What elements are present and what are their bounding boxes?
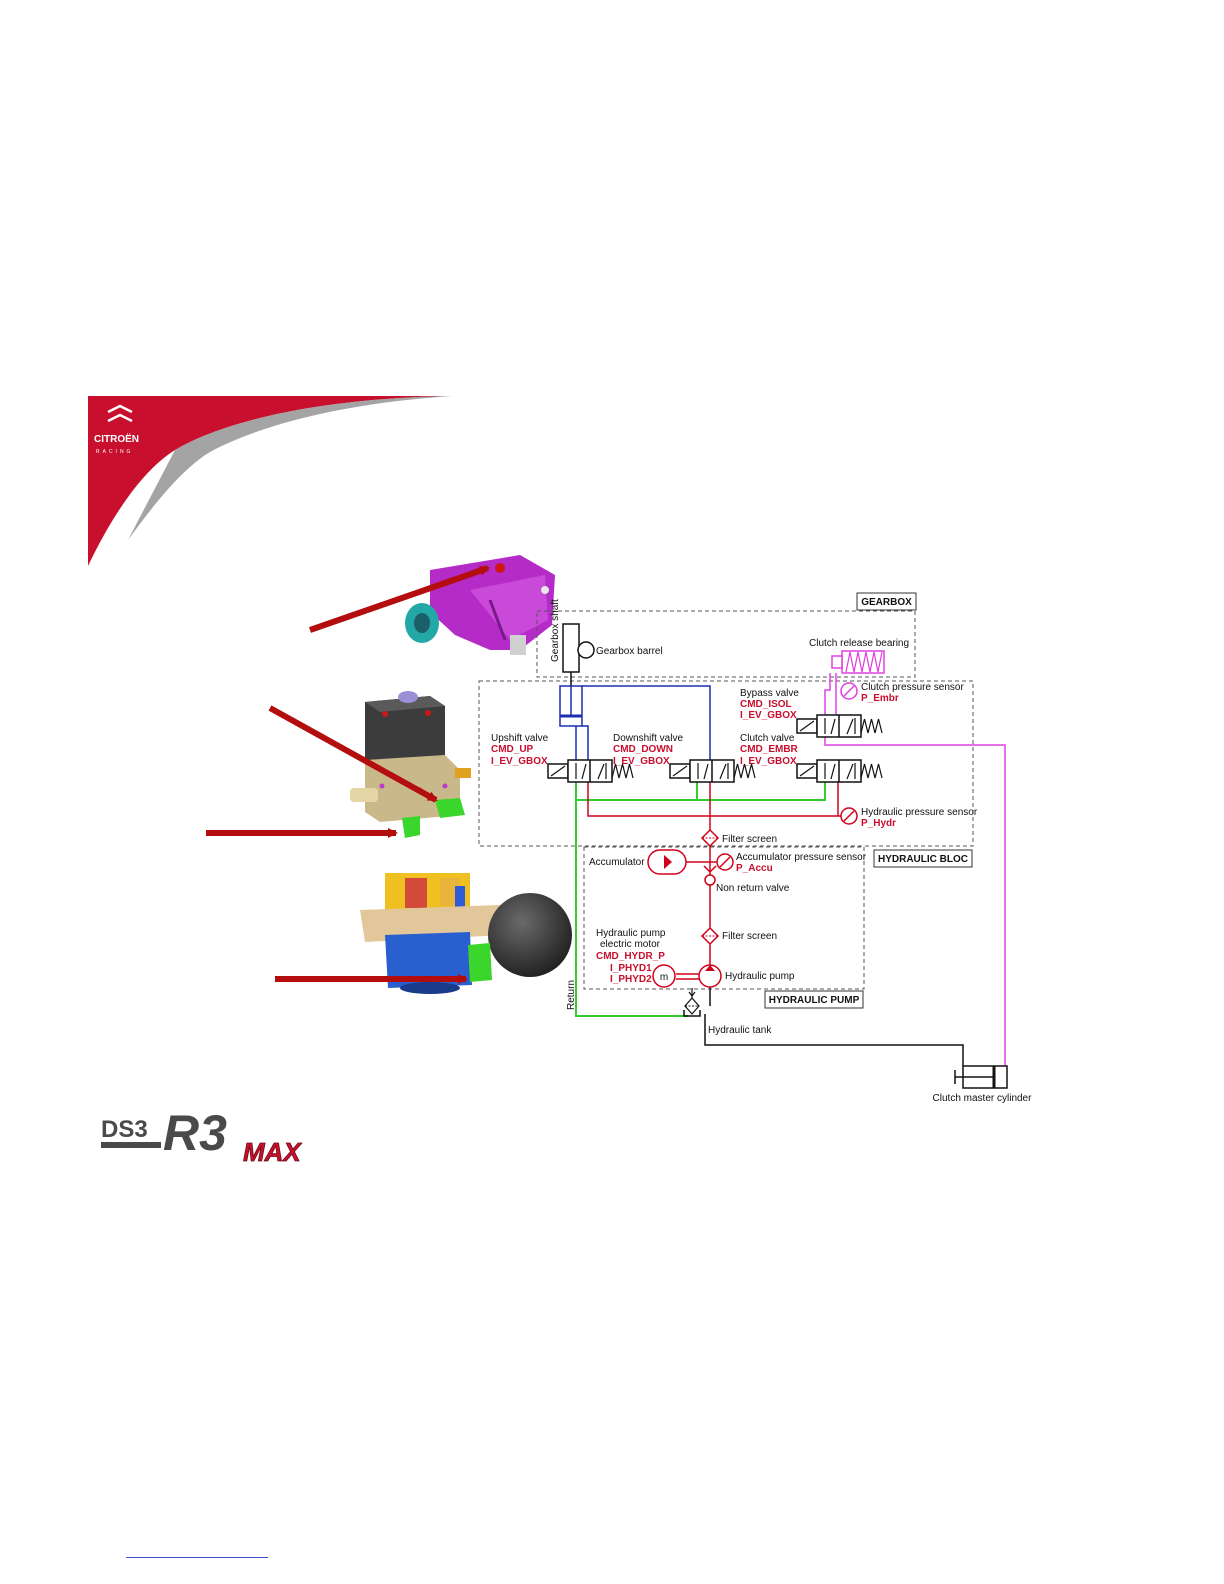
bypass-current-signal: I_EV_GBOX: [740, 710, 797, 721]
clutch-valve-symbol: [796, 759, 883, 783]
downshift-valve-label: Downshift valve: [613, 733, 683, 744]
clutch-valve-label: Clutch valve: [740, 733, 795, 744]
motor-symbol-letter: m: [660, 972, 668, 983]
hydraulic-pressure-sensor-label: Hydraulic pressure sensor: [861, 807, 978, 818]
solenoid-valves: [547, 714, 883, 783]
gearbox-barrel-symbol: [577, 641, 595, 659]
max-wordmark: MAX: [243, 1137, 302, 1167]
cmd-up-signal: CMD_UP: [491, 744, 534, 755]
filter-screen-2-label: Filter screen: [722, 931, 777, 942]
gearbox-barrel-label: Gearbox barrel: [596, 646, 663, 657]
pump-motor-label-line1: Hydraulic pump: [596, 928, 666, 939]
return-lines: [575, 782, 826, 1017]
accumulator-pressure-gauge-icon: [716, 853, 734, 871]
hydraulic-tank-symbol: [683, 988, 701, 1017]
hydraulic-pump-symbol: [676, 964, 722, 988]
citroen-wordmark: CITROËN: [94, 432, 139, 445]
downshift-current-signal: I_EV_GBOX: [613, 756, 670, 767]
ds3-wordmark: DS3: [101, 1116, 148, 1143]
svg-text:HYDRAULIC PUMP: HYDRAULIC PUMP: [769, 995, 860, 1006]
hydraulic-bloc-section-tag: HYDRAULIC BLOC: [873, 849, 973, 868]
accumulator-symbol: [647, 849, 687, 875]
footer-link-underline[interactable]: [126, 1557, 268, 1558]
filter-screen-2-icon: [700, 926, 720, 946]
clutch-release-bearing-symbol: [831, 650, 885, 674]
cmd-embr-signal: CMD_EMBR: [740, 744, 799, 755]
gearbox-actuator-cylinder: [559, 685, 583, 727]
upshift-valve-symbol: [547, 759, 634, 783]
clutch-master-cylinder-label: Clutch master cylinder: [933, 1093, 1033, 1104]
non-return-valve-label: Non return valve: [716, 883, 790, 894]
clutch-pressure-gauge-icon: [840, 682, 858, 700]
filter-screen-1-label: Filter screen: [722, 834, 777, 845]
gearbox-section-box: [536, 610, 916, 678]
clutch-master-cylinder-symbol: [954, 1065, 1008, 1089]
hydraulic-pump-section-box: [583, 846, 865, 990]
hydraulic-pump-section-tag: HYDRAULIC PUMP: [764, 990, 864, 1009]
hydraulic-pressure-gauge-icon: [840, 807, 858, 825]
non-return-valve-icon: [703, 865, 717, 886]
svg-text:HYDRAULIC BLOC: HYDRAULIC BLOC: [878, 854, 968, 865]
cmd-down-signal: CMD_DOWN: [613, 744, 673, 755]
p-accu-signal: P_Accu: [736, 863, 773, 874]
upshift-current-signal: I_EV_GBOX: [491, 756, 548, 767]
accumulator-label: Accumulator: [589, 857, 645, 868]
electric-motor-symbol: m: [652, 964, 676, 988]
i-phyd1-signal: I_PHYD1: [610, 963, 652, 974]
filter-screen-icon: [700, 828, 720, 848]
hydraulic-pump-render: [360, 873, 572, 994]
downshift-valve-symbol: [669, 759, 756, 783]
cmd-isol-signal: CMD_ISOL: [740, 699, 792, 710]
clutch-release-bearing-label: Clutch release bearing: [809, 638, 909, 649]
gearbox-section-tag: GEARBOX: [856, 592, 917, 611]
hydraulic-pump-label: Hydraulic pump: [725, 971, 795, 982]
p-hydr-signal: P_Hydr: [861, 818, 896, 829]
accumulator-pressure-sensor-label: Accumulator pressure sensor: [736, 852, 867, 863]
hydraulic-bloc-section-box: [478, 680, 974, 847]
clutch-pressure-sensor-label: Clutch pressure sensor: [861, 682, 964, 693]
bypass-valve-label: Bypass valve: [740, 688, 799, 699]
r3-wordmark: R3: [163, 1105, 227, 1161]
gearbox-pointer-arrow: [309, 565, 490, 633]
p-embr-signal: P_Embr: [861, 693, 899, 704]
citroen-chevrons-icon: [107, 404, 133, 423]
cmd-hydr-p-signal: CMD_HYDR_P: [596, 951, 665, 962]
upshift-valve-label: Upshift valve: [491, 733, 549, 744]
i-phyd2-signal: I_PHYD2: [610, 974, 652, 985]
hydraulic-tank-label: Hydraulic tank: [708, 1025, 772, 1036]
tank-lines: [704, 986, 964, 1066]
svg-text:GEARBOX: GEARBOX: [861, 597, 912, 608]
clutch-current-signal: I_EV_GBOX: [740, 756, 797, 767]
gearbox-shaft-label: Gearbox shaft: [550, 599, 561, 662]
bypass-valve-symbol: [796, 714, 883, 738]
return-line-label: Return: [566, 980, 577, 1010]
gearbox-hydraulic-lines: [575, 685, 711, 762]
gearbox-shaft: [562, 623, 580, 686]
brand-banner: CITROËN RACING: [88, 396, 452, 566]
racing-wordmark: RACING: [96, 449, 133, 455]
ds3-r3-max-logo: DS3 R3 MAX: [101, 1105, 303, 1167]
bloc-pointer-arrow: [268, 705, 438, 803]
pump-motor-label-line2: electric motor: [600, 939, 661, 950]
